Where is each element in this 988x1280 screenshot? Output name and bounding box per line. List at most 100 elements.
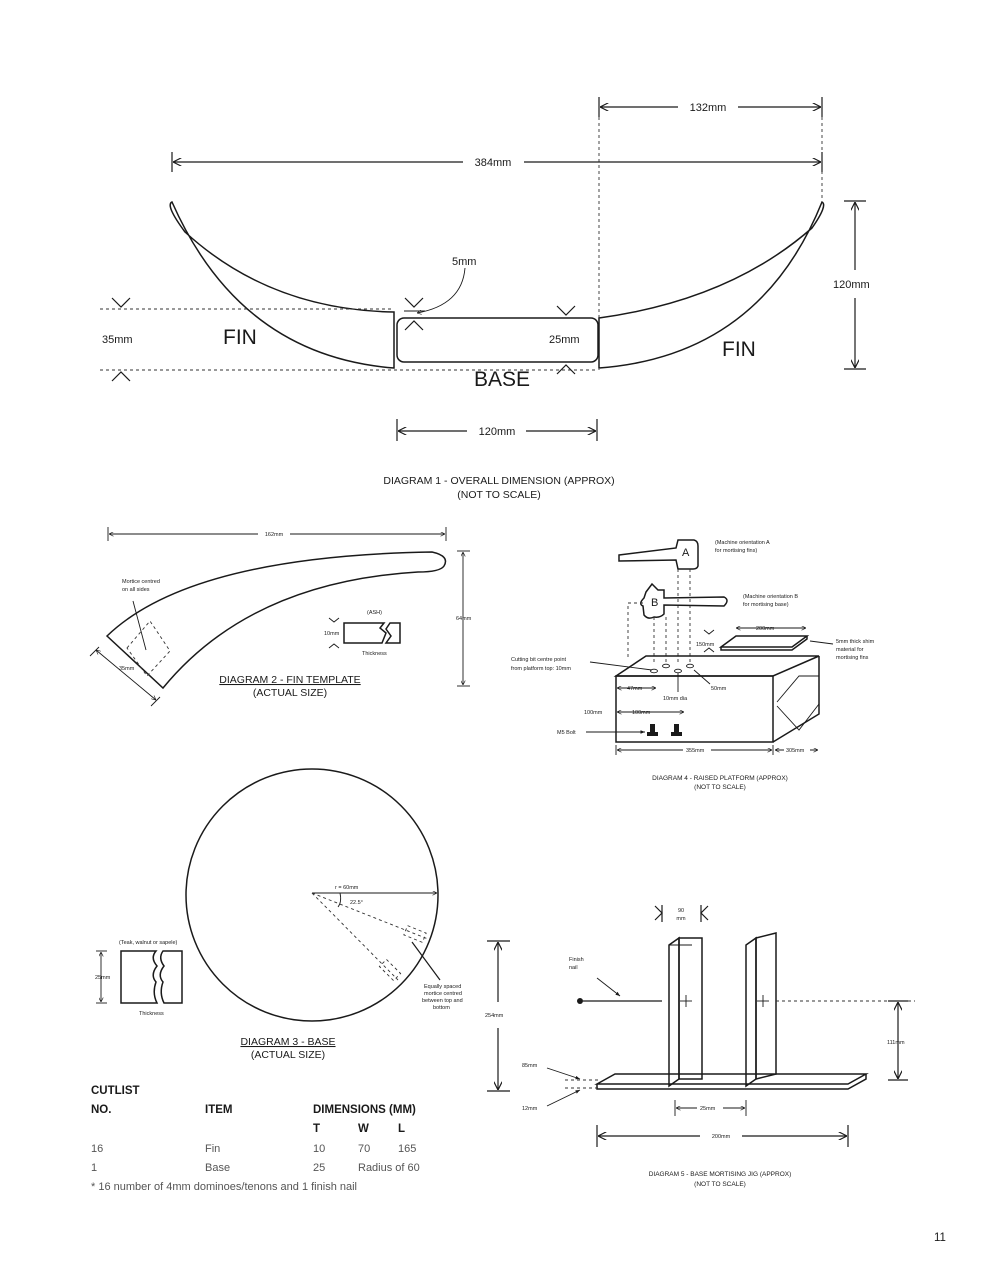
cutlist-header-t: T xyxy=(313,1123,321,1135)
ash-label: (ASH) xyxy=(367,610,382,616)
base-section-right xyxy=(159,950,183,1004)
dim-132-label: 132mm xyxy=(690,102,727,114)
upright-left-face xyxy=(678,937,703,1080)
finish-nail-line1: Finish xyxy=(569,957,584,963)
angle-arc xyxy=(337,892,342,908)
diagram-4-caption-line1: DIAGRAM 4 - RAISED PLATFORM (APPROX) xyxy=(652,775,788,782)
dim-111-label: 111mm xyxy=(887,1040,905,1046)
fin-template-shape xyxy=(105,551,447,690)
cutlist-header-l: L xyxy=(398,1123,406,1135)
dim-120h-label: 120mm xyxy=(833,279,870,291)
bit-note-line2: from platform top: 10mm xyxy=(511,666,571,672)
base-label: BASE xyxy=(474,368,530,391)
router-b-label: B xyxy=(651,597,658,609)
mortice-slot-2 xyxy=(378,958,402,982)
cutlist-title: CUTLIST xyxy=(91,1085,140,1097)
orient-a-line2: for mortising fins) xyxy=(715,548,757,554)
dim-64-label: 64mm xyxy=(456,616,472,622)
mortice-note-line2: mortice centred xyxy=(424,991,462,997)
platform-front xyxy=(615,675,774,743)
shim-leader xyxy=(809,640,834,645)
dim-10-label: 10mm xyxy=(324,631,340,637)
angle-label: 22.5° xyxy=(350,900,363,906)
mortice-note-leader xyxy=(411,941,441,981)
mortice-note-line4: bottom xyxy=(433,1005,450,1011)
cutlist-header-w: W xyxy=(358,1123,369,1135)
dim-12-leader xyxy=(546,1089,581,1107)
dim-305-label: 305mm xyxy=(786,748,805,754)
orient-b-line2: for mortising base) xyxy=(743,602,789,608)
leader-5mm xyxy=(417,267,466,313)
shim-line2: material for xyxy=(836,647,864,653)
dim-150-arrow-bottom xyxy=(703,647,715,653)
cutlist-row-1-item: Fin xyxy=(205,1143,221,1155)
cutlist-header-item: ITEM xyxy=(205,1104,233,1116)
dim-25-mask xyxy=(697,1104,723,1112)
dim-120w-label: 120mm xyxy=(479,426,516,438)
mortice-leader xyxy=(132,600,147,651)
arrow-25-top xyxy=(556,305,576,316)
diagram-1-overall-dimension: 132mm 384mm 35mm 5mm 25mm xyxy=(100,97,870,501)
mortice-note-line2: on all sides xyxy=(122,587,150,593)
fin-right-label: FIN xyxy=(722,338,756,361)
dim-35-end-top xyxy=(89,646,100,657)
arrow-25-bottom xyxy=(556,364,576,375)
hole-4 xyxy=(686,663,694,669)
arrow-5-top xyxy=(404,297,424,308)
finish-nail-leader xyxy=(596,977,621,997)
cutlist-row-1-no: 16 xyxy=(91,1143,104,1155)
diagram-5-caption-line2: (NOT TO SCALE) xyxy=(694,1181,746,1188)
diagram-2-fin-template: 162mm Mortice centred on all sides 35mm … xyxy=(89,527,472,707)
dim-10-arrow-top xyxy=(328,617,340,623)
dim-90-arrow-right xyxy=(700,905,709,921)
dim-150-label: 150mm xyxy=(696,642,715,648)
dim-25-label: 25mm xyxy=(700,1106,716,1112)
cutlist-footnote: * 16 number of 4mm dominoes/tenons and 1… xyxy=(91,1181,357,1193)
dim-254-label: 254mm xyxy=(485,1013,504,1019)
cutlist-header-dimensions: DIMENSIONS (MM) xyxy=(313,1104,416,1116)
arrow-5-bottom xyxy=(404,320,424,331)
dim-47-label: 47mm xyxy=(627,686,643,692)
base-section-left xyxy=(120,950,159,1004)
base-shape xyxy=(396,317,599,363)
diagram-4-raised-platform: A (Machine orientation A for mortising f… xyxy=(511,539,875,791)
cutlist-row-2-item: Base xyxy=(205,1162,231,1174)
radius-label: r = 60mm xyxy=(335,885,359,891)
hole-3 xyxy=(674,668,682,674)
thickness-label-2: Thickness xyxy=(362,651,387,657)
diagram-3-caption-line1: DIAGRAM 3 - BASE xyxy=(240,1036,335,1048)
dim-10dia-label: 10mm dia xyxy=(663,696,688,702)
dim-5-label: 5mm xyxy=(452,256,476,268)
bolt-label: M5 Bolt xyxy=(557,730,576,736)
orient-b-line1: (Machine orientation B xyxy=(743,594,798,600)
platform-inner-2 xyxy=(776,703,820,731)
dim-162-label: 162mm xyxy=(265,532,284,538)
dim-200-label: 200mm xyxy=(756,626,775,632)
plank-edge xyxy=(596,1074,867,1090)
dim-35-line xyxy=(96,650,156,700)
diagram-5-base-mortising-jig: 90 mm Finish nail 254mm 111mm 85mm xyxy=(485,905,915,1188)
diagram-2-caption-line2: (ACTUAL SIZE) xyxy=(253,687,327,699)
upright-right-edge xyxy=(745,936,757,1088)
shim-top xyxy=(718,635,810,648)
fin-left-shape xyxy=(169,201,395,369)
dim-50-label: 50mm xyxy=(711,686,727,692)
diagram-3-base: r = 60mm 22.5° Equally spaced mortice ce… xyxy=(95,768,463,1061)
upright-right-face xyxy=(755,932,777,1080)
dim-150-arrow-top xyxy=(703,629,715,635)
mortice-ray-2 xyxy=(311,892,399,981)
page-number: 11 xyxy=(934,1232,946,1244)
dim-355-label: 355mm xyxy=(686,748,705,754)
cutlist-header-no: NO. xyxy=(91,1104,112,1116)
diagram-3-caption-line2: (ACTUAL SIZE) xyxy=(251,1049,325,1061)
dim-355-mask xyxy=(683,746,711,754)
dim-384-label: 384mm xyxy=(475,157,512,169)
dim-35-label: 35mm xyxy=(119,666,135,672)
bolt-icon xyxy=(647,724,682,736)
mortice-note-line1: Equally spaced xyxy=(424,984,461,990)
fin-right-shape xyxy=(598,200,825,369)
dim-90-line1: 90 xyxy=(678,908,684,914)
bit-leader xyxy=(589,661,653,671)
dim-90-arrow-left xyxy=(654,905,663,921)
